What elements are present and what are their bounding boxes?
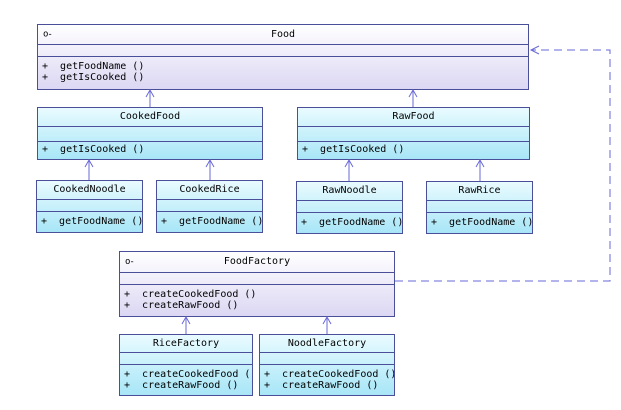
operations-compartment: + createCookedFood () + createRawFood () bbox=[120, 285, 394, 311]
operation: + getFoodName () bbox=[431, 217, 533, 228]
operations-compartment: + getFoodName () bbox=[157, 212, 262, 227]
class-header: CookedFood bbox=[38, 108, 262, 127]
class-name: CookedNoodle bbox=[53, 184, 126, 195]
operation: + getFoodName () bbox=[301, 217, 403, 228]
attributes-compartment bbox=[38, 127, 262, 142]
attributes-compartment bbox=[120, 353, 252, 365]
operation: + createRawFood () bbox=[264, 380, 379, 391]
operation: + getFoodName () bbox=[42, 61, 145, 72]
class-header: NoodleFactory bbox=[260, 335, 394, 353]
attributes-compartment bbox=[298, 127, 529, 142]
class-header: RawNoodle bbox=[297, 182, 402, 201]
operations-compartment: + createCookedFood () + createRawFood () bbox=[120, 365, 252, 391]
operation: + createCookedFood () bbox=[124, 289, 257, 300]
attributes-compartment bbox=[427, 201, 532, 213]
class-header: RawFood bbox=[298, 108, 529, 127]
open-arrowhead bbox=[84, 158, 94, 168]
class-name: RawNoodle bbox=[322, 185, 377, 196]
interface-icon: o- bbox=[125, 257, 135, 267]
operation: + getIsCooked () bbox=[42, 144, 145, 155]
class-raw-rice[interactable]: RawRice + getFoodName () bbox=[426, 181, 533, 234]
class-noodle-factory[interactable]: NoodleFactory + createCookedFood () + cr… bbox=[259, 334, 395, 396]
class-name: RawFood bbox=[392, 111, 435, 122]
operations-compartment: + getIsCooked () bbox=[298, 142, 529, 155]
class-name: Food bbox=[270, 29, 296, 40]
attributes-compartment bbox=[260, 353, 394, 365]
class-name: RiceFactory bbox=[152, 338, 220, 349]
operations-compartment: + createCookedFood () + createRawFood () bbox=[260, 365, 394, 391]
operation: + getFoodName () bbox=[41, 216, 143, 227]
attributes-compartment bbox=[120, 273, 394, 285]
class-name: RawRice bbox=[458, 185, 501, 196]
operation: + getIsCooked () bbox=[42, 72, 145, 83]
class-raw-noodle[interactable]: RawNoodle + getFoodName () bbox=[296, 181, 403, 234]
class-cooked-food[interactable]: CookedFood + getIsCooked () bbox=[37, 107, 263, 160]
class-header: o- FoodFactory bbox=[120, 252, 394, 273]
class-header: RawRice bbox=[427, 182, 532, 201]
operation: + createRawFood () bbox=[124, 380, 239, 391]
class-header: RiceFactory bbox=[120, 335, 252, 353]
operation: + createRawFood () bbox=[124, 300, 239, 311]
class-header: CookedNoodle bbox=[37, 181, 142, 200]
operations-compartment: + getFoodName () bbox=[37, 212, 142, 227]
attributes-compartment bbox=[38, 45, 528, 57]
operations-compartment: + getFoodName () bbox=[297, 213, 402, 228]
attributes-compartment bbox=[37, 200, 142, 212]
open-arrowhead bbox=[181, 315, 191, 325]
open-arrowhead bbox=[475, 158, 485, 168]
class-food-factory[interactable]: o- FoodFactory + createCookedFood () + c… bbox=[119, 251, 395, 317]
open-arrowhead bbox=[529, 45, 540, 55]
open-arrowhead bbox=[322, 315, 332, 325]
class-name: CookedFood bbox=[119, 111, 181, 122]
open-arrowhead bbox=[205, 158, 215, 168]
class-name: FoodFactory bbox=[223, 256, 291, 267]
operations-compartment: + getFoodName () bbox=[427, 213, 532, 228]
open-arrowhead bbox=[145, 88, 155, 98]
attributes-compartment bbox=[157, 200, 262, 212]
class-cooked-rice[interactable]: CookedRice + getFoodName () bbox=[156, 180, 263, 233]
class-name: CookedRice bbox=[179, 184, 240, 195]
class-header: CookedRice bbox=[157, 181, 262, 200]
attributes-compartment bbox=[297, 201, 402, 213]
class-food[interactable]: o- Food + getFoodName () + getIsCooked (… bbox=[37, 24, 529, 90]
operations-compartment: + getFoodName () + getIsCooked () bbox=[38, 57, 528, 83]
operations-compartment: + getIsCooked () bbox=[38, 142, 262, 155]
open-arrowhead bbox=[408, 88, 418, 98]
interface-icon: o- bbox=[43, 29, 53, 39]
class-cooked-noodle[interactable]: CookedNoodle + getFoodName () bbox=[36, 180, 143, 233]
class-header: o- Food bbox=[38, 25, 528, 45]
operation: + createCookedFood () bbox=[124, 369, 253, 380]
operation: + createCookedFood () bbox=[264, 369, 395, 380]
operation: + getFoodName () bbox=[161, 216, 263, 227]
dependency-line bbox=[395, 49, 611, 282]
class-rice-factory[interactable]: RiceFactory + createCookedFood () + crea… bbox=[119, 334, 253, 396]
open-arrowhead bbox=[344, 158, 354, 168]
class-raw-food[interactable]: RawFood + getIsCooked () bbox=[297, 107, 530, 160]
class-name: NoodleFactory bbox=[287, 338, 367, 349]
operation: + getIsCooked () bbox=[302, 144, 405, 155]
